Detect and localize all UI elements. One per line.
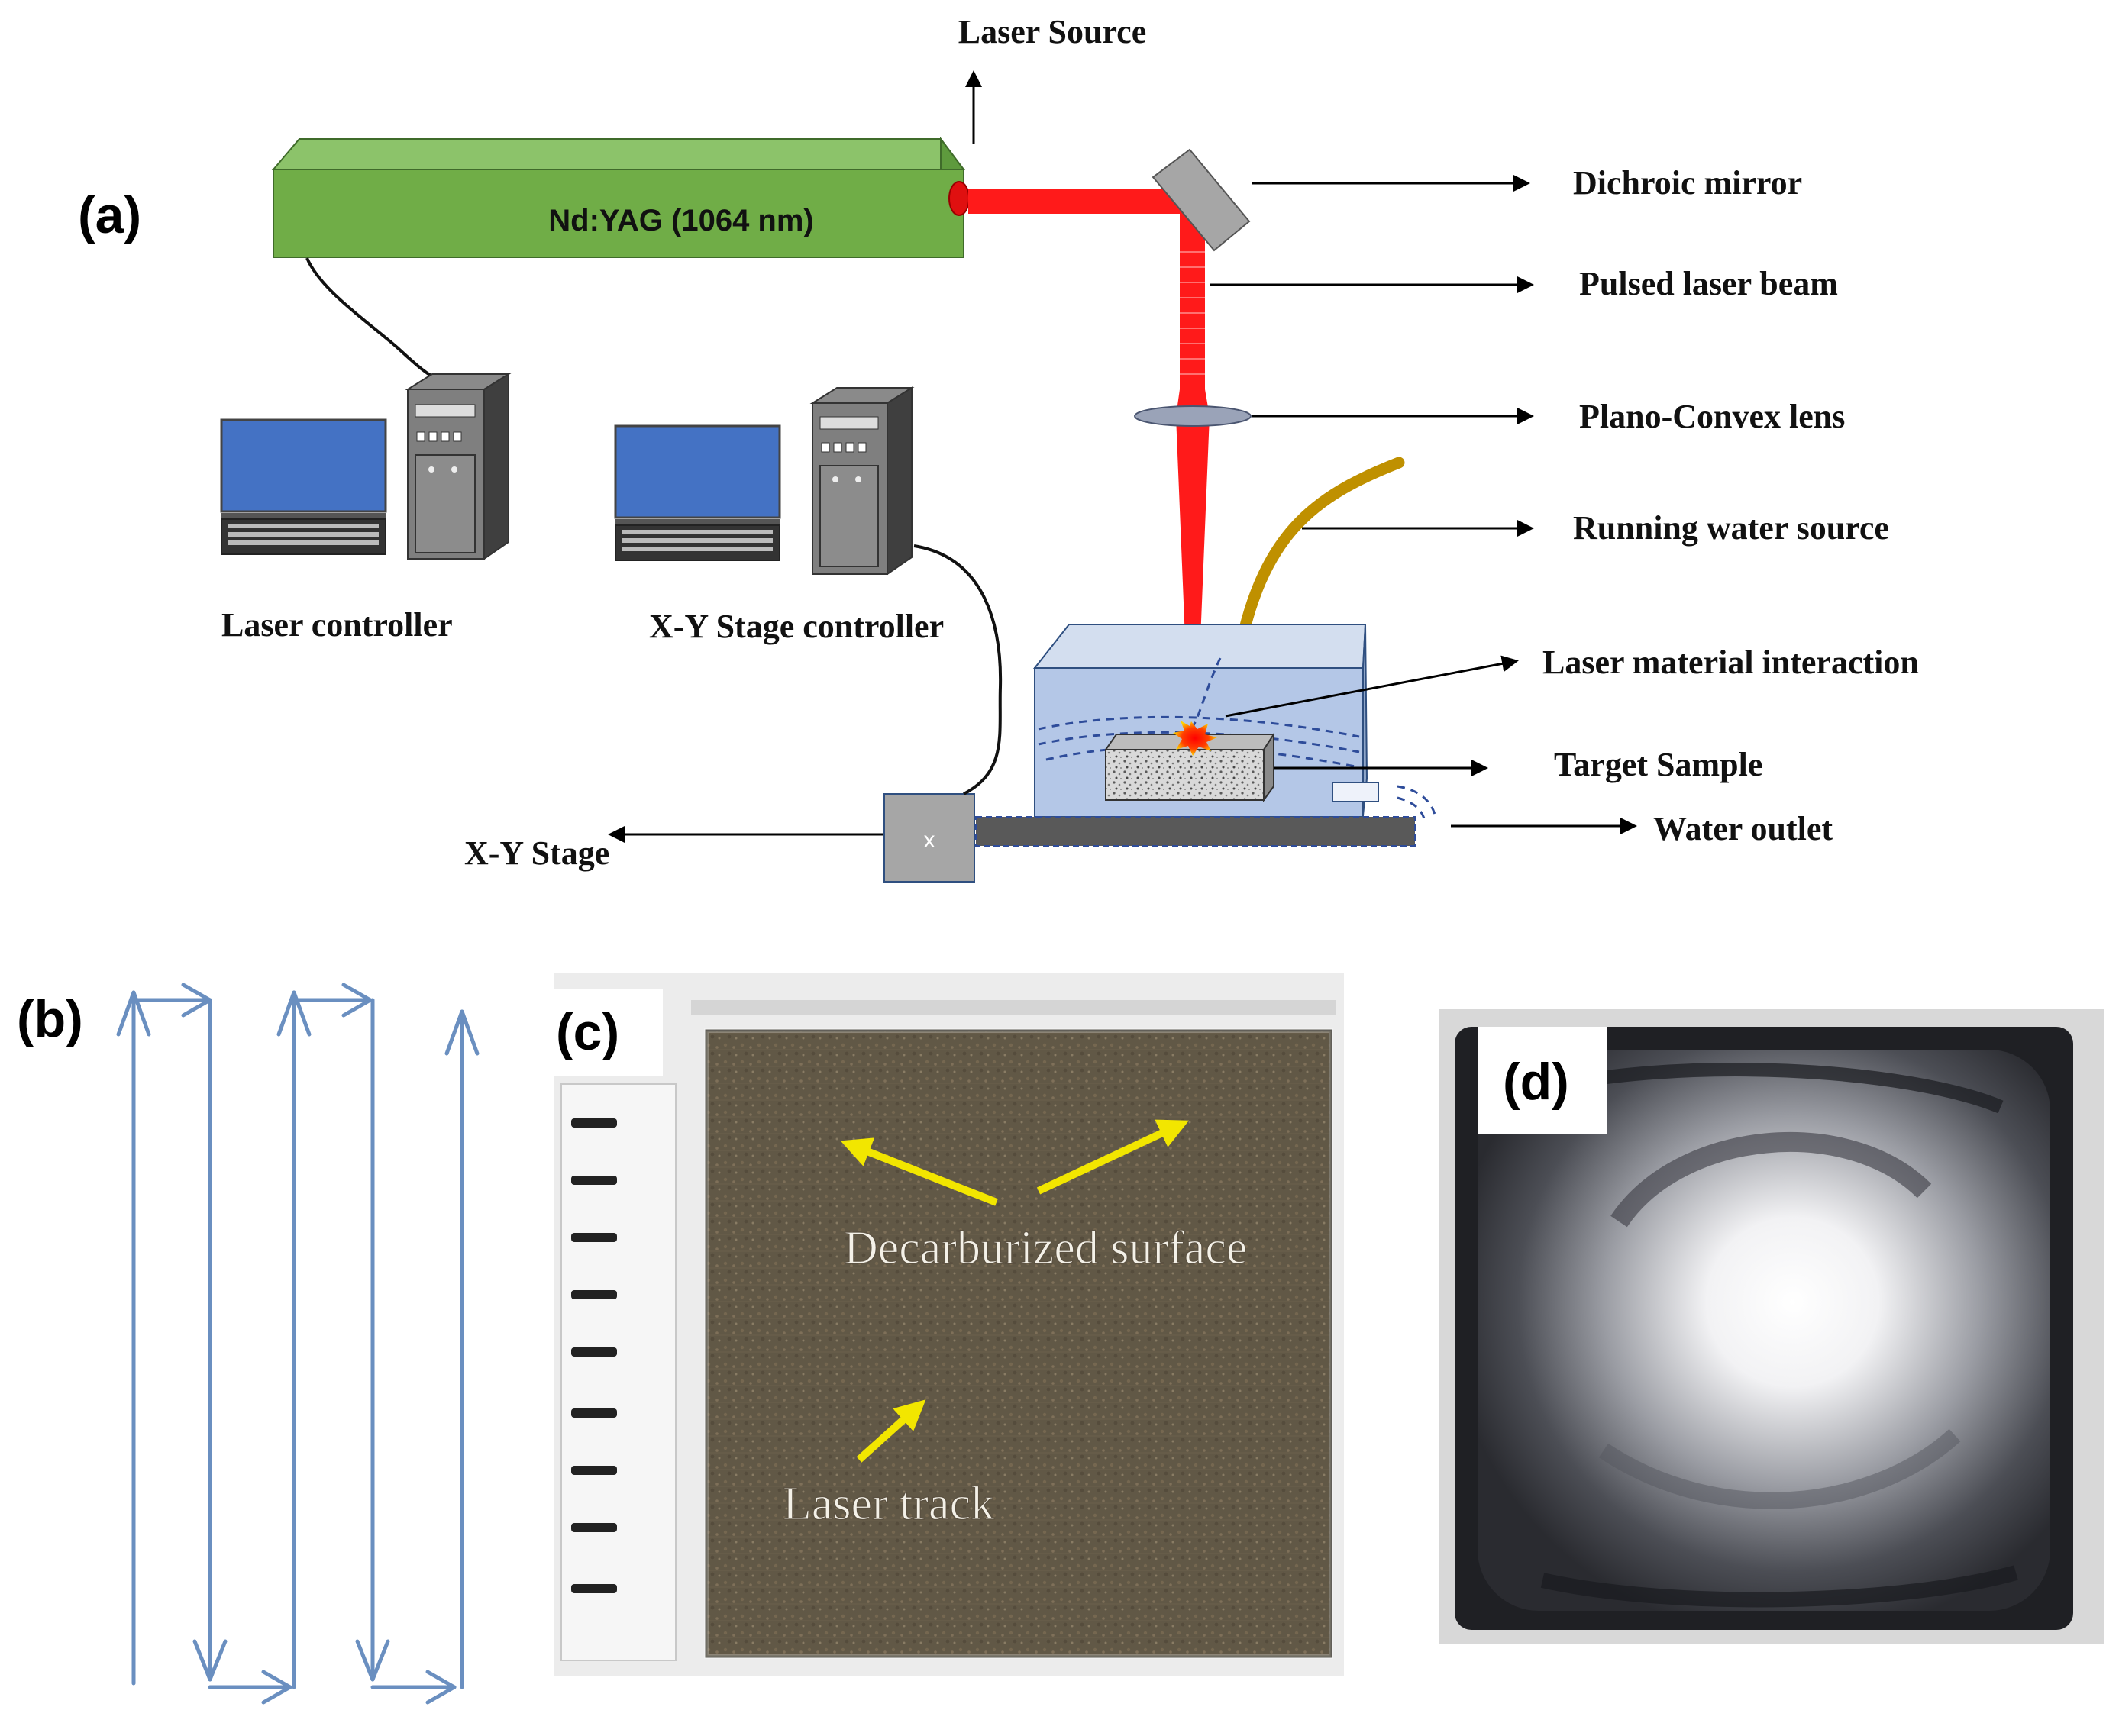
interaction-label: Laser material interaction (1542, 644, 1919, 681)
stage-rail (975, 816, 1416, 847)
keyboard-keys-1 (228, 524, 379, 545)
laser-cable (305, 257, 444, 383)
laser-label: Nd:YAG (1064 nm) (548, 204, 814, 237)
panel-label-a: (a) (78, 186, 141, 244)
dichroic-label: Dichroic mirror (1573, 164, 1802, 202)
monitor-1 (220, 418, 387, 513)
xy-stage-motor (883, 793, 975, 883)
laser-aperture (948, 181, 970, 216)
interaction-spark (1173, 721, 1217, 756)
arrow-laser-track (856, 1399, 926, 1463)
beam-pulse-ticks (1180, 251, 1205, 375)
beam-horizontal (968, 189, 1205, 214)
scan-path (116, 983, 480, 1705)
panel-label-d-box (1478, 1027, 1607, 1134)
target-label: Target Sample (1554, 746, 1762, 783)
water-source-label: Running water source (1573, 509, 1889, 547)
stage-controller-label: X-Y Stage controller (649, 608, 944, 645)
stage-controller-computer (614, 386, 915, 576)
plano-convex-lens (1134, 405, 1252, 427)
xy-stage-label: X-Y Stage (464, 834, 609, 872)
ruler (560, 1083, 677, 1661)
laser-head: Nd:YAG (1064 nm) (271, 137, 965, 258)
laser-controller-label: Laser controller (221, 606, 453, 644)
water-outlet-port (1332, 782, 1379, 802)
lens-label: Plano-Convex lens (1579, 398, 1845, 435)
xy-stage-motor-label: x (924, 828, 935, 853)
photo-c: Decarburized surface Laser track (554, 973, 1344, 1676)
laser-controller-computer (220, 373, 512, 560)
panel-label-b: (b) (17, 990, 83, 1048)
monitor-2 (614, 424, 781, 519)
water-outlet-label: Water outlet (1653, 810, 1833, 847)
panel-label-c-box (548, 989, 663, 1076)
photo-c-top-bar (691, 1000, 1336, 1015)
stage-cable (913, 544, 1003, 795)
panel-label-d: (d) (1503, 1053, 1569, 1111)
decarburized-surface-label: Decarburized surface (844, 1222, 1247, 1274)
panel-label-c: (c) (556, 1003, 619, 1061)
pulsed-beam-label: Pulsed laser beam (1579, 265, 1838, 302)
dichroic-mirror (1152, 148, 1251, 252)
keyboard-keys-2 (622, 530, 773, 551)
laser-source-label: Laser Source (958, 13, 1146, 50)
ruler-ticks (571, 1118, 617, 1593)
beam-cone (1176, 416, 1210, 733)
interaction-arrow (1225, 655, 1519, 718)
water-pipe (1231, 457, 1405, 670)
decarburized-sample (705, 1029, 1332, 1658)
arrow-decarb-left (840, 1137, 998, 1206)
laser-track-label: Laser track (783, 1478, 994, 1530)
arrow-decarb-right (1036, 1119, 1190, 1195)
water-flow-lines (1038, 657, 1437, 821)
